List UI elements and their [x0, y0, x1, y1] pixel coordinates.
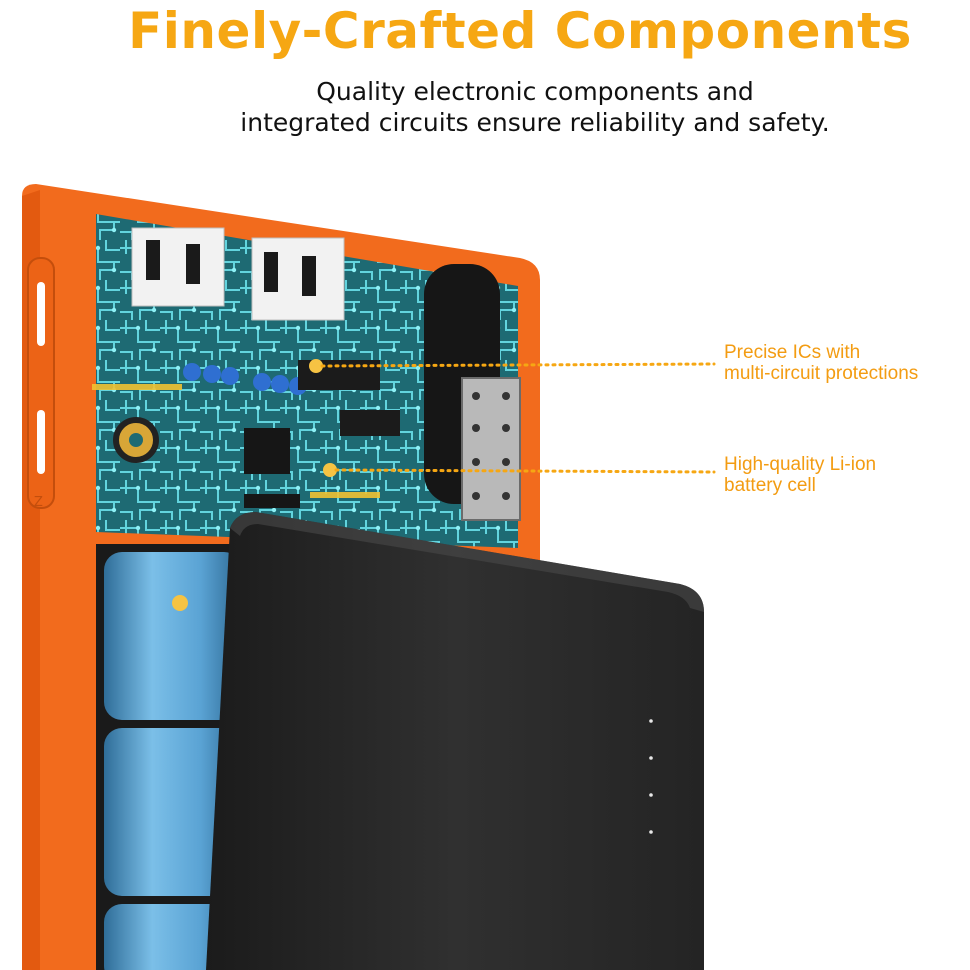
callout-battery-cell-line-2: battery cell	[724, 475, 816, 496]
svg-text:Z: Z	[34, 495, 43, 510]
circuit-board	[92, 214, 521, 548]
callout-battery-cell: High-quality Li-ion battery cell	[724, 454, 876, 496]
subtitle-line-1: Quality electronic components and	[316, 77, 754, 106]
headline: Finely-Crafted Components	[128, 2, 912, 60]
subtitle: Quality electronic components and integr…	[175, 76, 895, 138]
callout-leaders	[172, 359, 716, 611]
callout-precise-ics-line-1: Precise ICs with	[724, 342, 861, 363]
subtitle-line-2: integrated circuits ensure reliability a…	[240, 108, 830, 137]
callout-precise-ics: Precise ICs with multi-circuit protectio…	[724, 342, 918, 384]
callout-battery-cell-line-1: High-quality Li-ion	[724, 454, 877, 475]
power-bank-cover	[206, 512, 704, 970]
callout-precise-ics-line-2: multi-circuit protections	[724, 363, 919, 384]
